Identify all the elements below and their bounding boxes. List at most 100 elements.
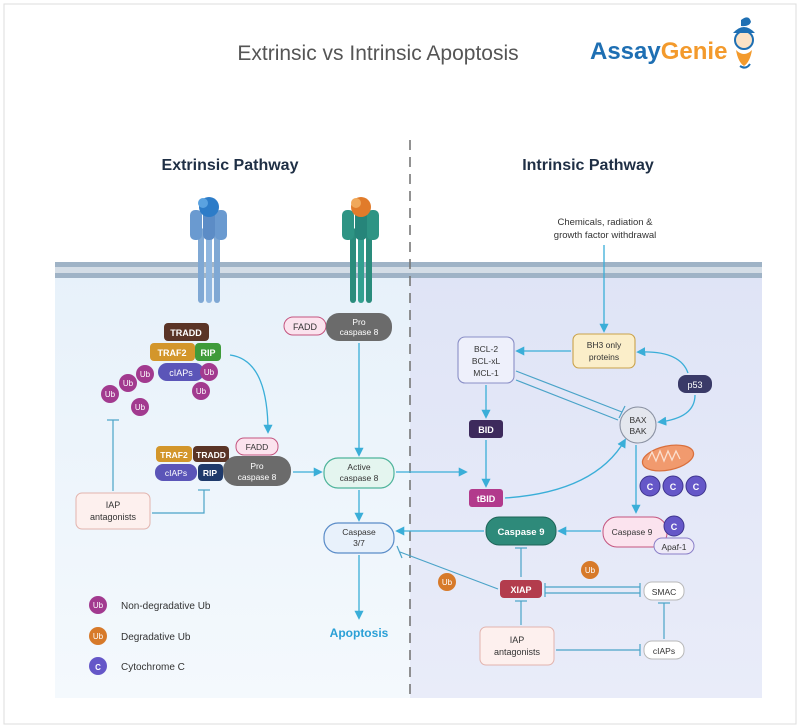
ub-label: Ub: [196, 387, 207, 396]
bcl-family-node: [457, 336, 515, 384]
traf2-label: TRAF2: [160, 450, 188, 460]
cytochrome-c-bubble: [685, 475, 707, 497]
diagram-title: Extrinsic vs Intrinsic Apoptosis: [237, 42, 518, 65]
legend-label-deg-ub: Degradative Ub: [121, 632, 191, 643]
iap-antagonists-line1: IAP: [510, 635, 525, 645]
pro-caspase8-node: [223, 456, 291, 486]
ciaps-label: cIAPs: [169, 368, 193, 378]
smac-node: [643, 581, 685, 601]
tradd-label: TRADD: [170, 328, 202, 338]
apoptosome-caspase9-label: Caspase 9: [612, 527, 653, 537]
pro-caspase8-node: [326, 313, 392, 341]
legend-symbol: C: [95, 663, 101, 672]
bh3-only-node: [572, 333, 636, 369]
pro-caspase8-line2: caspase 8: [238, 472, 277, 482]
degradative-ub-bubble: [438, 573, 456, 591]
tbid-label: tBID: [477, 494, 496, 504]
bid-label: BID: [478, 425, 494, 435]
activation-arrows: [229, 245, 696, 620]
ub-bubble: [136, 365, 154, 383]
traf2-node: [156, 446, 192, 462]
intrinsic-ciaps-node: [643, 640, 685, 660]
active-caspase8-line2: caspase 8: [340, 473, 379, 483]
legend-swatch-deg-ub: [89, 627, 107, 645]
apaf1-node: [653, 537, 695, 555]
p53-node: [678, 375, 712, 393]
apoptosis-label: Apoptosis: [330, 626, 389, 640]
cyt-c-label: C: [670, 482, 677, 492]
active-caspase8-line1: Active: [347, 462, 370, 472]
arrow-p53-to-bh3: [636, 347, 689, 374]
rip-node: [198, 464, 223, 481]
ub-bubble: [192, 382, 210, 400]
iap-antagonists-line1: IAP: [106, 500, 121, 510]
apaf1-label: Apaf-1: [661, 542, 686, 552]
traf2-label: TRAF2: [158, 348, 187, 358]
caspase37-line1: Caspase: [342, 527, 376, 537]
traf2-node: [150, 343, 195, 361]
brand-part2: Genie: [661, 38, 728, 65]
iap-antagonists-line2: antagonists: [494, 647, 541, 657]
legend-label-nondeg-ub: Non-degradative Ub: [121, 601, 211, 612]
p53-label: p53: [687, 380, 702, 390]
intrinsic-heading: Intrinsic Pathway: [522, 157, 654, 174]
cytochrome-c-bubble: [663, 515, 685, 537]
caspase37-node: [323, 522, 395, 554]
ub-label: Ub: [442, 578, 453, 587]
cyt-c-label: C: [693, 482, 700, 492]
pro-caspase8-line2: caspase 8: [340, 327, 379, 337]
ub-bubble: [200, 363, 218, 381]
ciaps-node: [158, 363, 204, 381]
bh3-line1: BH3 only: [587, 340, 622, 350]
caspase9-node: [485, 516, 557, 546]
mitochondrion-icon: [641, 444, 695, 472]
cyt-c-label: C: [647, 482, 654, 492]
ub-bubble: [119, 374, 137, 392]
stimulus-line1: Chemicals, radiation &: [557, 217, 653, 228]
legend: Ub Non-degradative Ub Ub Degradative Ub …: [89, 596, 211, 675]
bax-bak-node: [619, 406, 657, 444]
rip-label: RIP: [203, 468, 218, 478]
legend-label-cytochrome-c: Cytochrome C: [121, 662, 185, 673]
pro-caspase8-line1: Pro: [250, 461, 264, 471]
complex-two: TRAF2 TRADD cIAPs RIP FADD Pro caspase 8: [155, 437, 291, 486]
rip-label: RIP: [200, 348, 215, 358]
extrinsic-iap-antagonists-node: [75, 492, 151, 530]
cyt-c-label: C: [671, 522, 678, 532]
arrow-complex1-to-complex2: [229, 354, 273, 434]
svg-text:AssayGenie: AssayGenie: [590, 38, 727, 65]
ub-bubble: [101, 385, 119, 403]
bak-label: BAK: [629, 426, 646, 436]
inhibit-bcl-to-bax: [515, 370, 623, 413]
bax-label: BAX: [629, 415, 646, 425]
ub-label: Ub: [585, 566, 596, 575]
ciaps-label: cIAPs: [165, 468, 187, 478]
tradd-node: [164, 323, 209, 341]
legend-swatch-cytochrome-c: [89, 657, 107, 675]
active-caspase8-node: [323, 457, 395, 489]
tbid-node: [469, 489, 503, 507]
complex-one: TRADD TRAF2 RIP cIAPs Ub Ub Ub Ub Ub Ub: [101, 323, 221, 416]
intrinsic-iap-antagonists-node: [479, 626, 555, 666]
ub-label: Ub: [204, 368, 215, 377]
ub-bubble: [131, 398, 149, 416]
ub-label: Ub: [135, 403, 146, 412]
death-receptor-blue-icon: [190, 197, 227, 303]
bh3-line2: proteins: [589, 352, 619, 362]
xiap-node: [500, 580, 542, 598]
mcl1-label: MCL-1: [473, 368, 499, 378]
tradd-node: [193, 446, 229, 462]
cytochrome-c-bubble: [639, 475, 661, 497]
tradd-label: TRADD: [196, 450, 226, 460]
bclxl-label: BCL-xL: [472, 356, 501, 366]
caspase9-label: Caspase 9: [497, 527, 544, 538]
legend-symbol: Ub: [93, 601, 104, 610]
fadd-label: FADD: [246, 442, 269, 452]
inhibit-xiap-to-casp37: [399, 551, 499, 590]
degradative-ub-bubble: [581, 561, 599, 579]
arrow-tbid-to-bax: [504, 438, 626, 499]
fadd-label: FADD: [293, 322, 318, 332]
assaygenie-logo: AssayGenie: [590, 17, 755, 69]
fadd-node: [235, 437, 279, 456]
